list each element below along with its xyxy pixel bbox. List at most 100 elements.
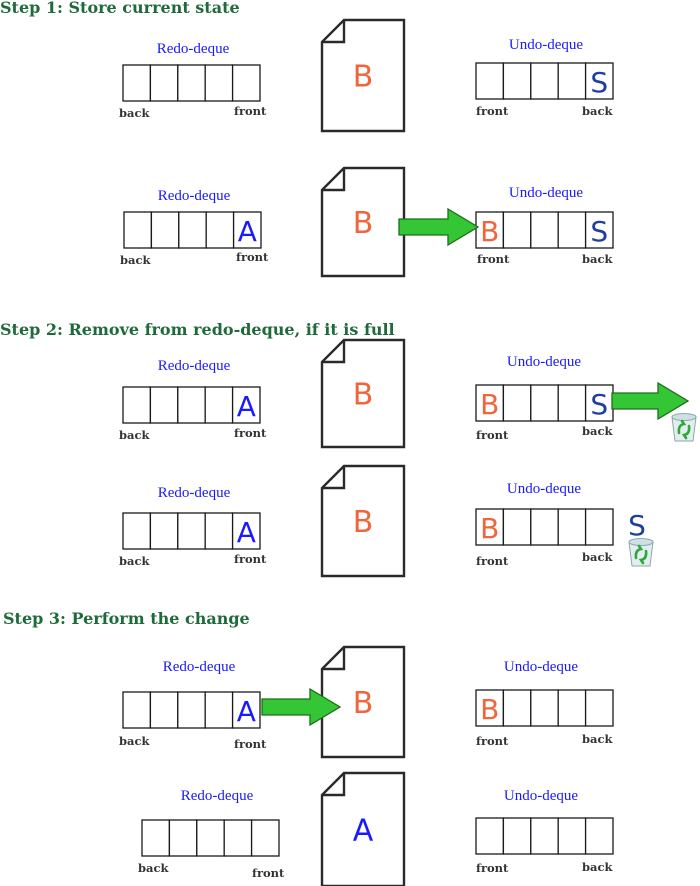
redo-deque-title: Redo-deque bbox=[181, 788, 254, 804]
redo-deque: A bbox=[122, 512, 261, 550]
redo-deque-cell bbox=[150, 211, 180, 249]
undo-deque-item: B bbox=[480, 512, 499, 545]
undo-deque-cell bbox=[584, 211, 614, 249]
undo-deque-cell bbox=[557, 211, 587, 249]
document-icon: B bbox=[320, 338, 406, 449]
document-icon: B bbox=[320, 166, 406, 278]
document-content: B bbox=[353, 60, 374, 95]
undo-front-label: front bbox=[476, 428, 509, 442]
redo-deque-cell bbox=[231, 691, 261, 729]
undo-deque-title: Undo-deque bbox=[504, 788, 578, 804]
document-content: B bbox=[353, 505, 374, 540]
document-content: A bbox=[353, 814, 374, 849]
redo-deque-item: A bbox=[237, 390, 256, 423]
redo-front-label: front bbox=[234, 737, 267, 751]
redo-deque-cell bbox=[122, 512, 152, 550]
redo-deque-title: Redo-deque bbox=[158, 485, 231, 501]
redo-back-label: back bbox=[119, 428, 150, 442]
undo-deque-cell bbox=[502, 62, 532, 100]
undo-deque-cell bbox=[584, 689, 614, 727]
arrow-right-icon bbox=[611, 381, 690, 421]
redo-deque-cell bbox=[204, 386, 234, 424]
redo-deque-cell bbox=[232, 211, 262, 249]
redo-deque-cell bbox=[205, 211, 235, 249]
undo-deque-item: S bbox=[590, 388, 608, 421]
redo-deque-cell bbox=[177, 64, 206, 102]
undo-deque-cell bbox=[502, 384, 532, 422]
redo-deque bbox=[122, 64, 261, 102]
redo-deque-title: Redo-deque bbox=[158, 358, 231, 374]
document-icon: B bbox=[320, 645, 406, 759]
undo-deque-cell bbox=[584, 384, 614, 422]
redo-deque: A bbox=[122, 691, 261, 729]
undo-deque-cell bbox=[502, 817, 532, 855]
undo-deque-cell bbox=[530, 62, 559, 100]
redo-deque-cell bbox=[168, 819, 198, 857]
undo-deque: B bbox=[475, 508, 614, 546]
redo-back-label: back bbox=[119, 734, 150, 748]
redo-deque-cell bbox=[177, 386, 206, 424]
redo-deque-cell bbox=[231, 386, 261, 424]
redo-deque-title: Redo-deque bbox=[163, 659, 236, 675]
undo-deque-title: Undo-deque bbox=[507, 354, 581, 370]
document-content: B bbox=[353, 378, 374, 413]
recycle-bin-icon bbox=[628, 538, 654, 567]
undo-deque-cell bbox=[530, 384, 559, 422]
step-3-title: Step 3: Perform the change bbox=[3, 609, 250, 628]
redo-deque-cell bbox=[231, 512, 261, 550]
redo-back-label: back bbox=[120, 253, 151, 267]
undo-deque-cell bbox=[502, 211, 532, 249]
redo-deque-item: A bbox=[238, 215, 257, 248]
redo-deque-cell bbox=[122, 386, 152, 424]
undo-deque-cell bbox=[475, 62, 505, 100]
undo-deque-title: Undo-deque bbox=[504, 659, 578, 675]
redo-deque-cell bbox=[250, 819, 280, 857]
undo-deque-cell bbox=[557, 62, 587, 100]
undo-deque-cell bbox=[530, 211, 559, 249]
undo-deque-cell bbox=[557, 384, 587, 422]
redo-deque: A bbox=[123, 211, 262, 249]
redo-deque-cell bbox=[204, 64, 234, 102]
redo-deque: A bbox=[122, 386, 261, 424]
arrow-right-icon bbox=[261, 687, 342, 727]
step-2-title: Step 2: Remove from redo-deque, if it is… bbox=[0, 320, 395, 339]
redo-deque-cell bbox=[178, 211, 207, 249]
redo-deque-item: A bbox=[237, 516, 256, 549]
redo-deque-cell bbox=[149, 691, 179, 729]
undo-front-label: front bbox=[476, 554, 509, 568]
redo-deque-item: A bbox=[237, 695, 256, 728]
redo-front-label: front bbox=[236, 250, 269, 264]
redo-deque-cell bbox=[149, 512, 179, 550]
undo-front-label: front bbox=[476, 104, 509, 118]
document-icon: A bbox=[320, 771, 406, 886]
redo-deque bbox=[141, 819, 280, 857]
undo-back-label: back bbox=[582, 860, 613, 874]
redo-back-label: back bbox=[138, 861, 169, 875]
redo-deque-cell bbox=[122, 691, 152, 729]
undo-back-label: back bbox=[582, 732, 613, 746]
undo-deque-cell bbox=[475, 384, 505, 422]
redo-deque-cell bbox=[231, 64, 261, 102]
redo-front-label: front bbox=[234, 552, 267, 566]
undo-back-label: back bbox=[582, 104, 613, 118]
undo-deque-cell bbox=[584, 508, 614, 546]
redo-back-label: back bbox=[119, 106, 150, 120]
redo-deque-title: Redo-deque bbox=[158, 188, 231, 204]
redo-deque-cell bbox=[123, 211, 153, 249]
redo-front-label: front bbox=[234, 426, 267, 440]
redo-back-label: back bbox=[119, 554, 150, 568]
redo-deque-cell bbox=[149, 386, 179, 424]
undo-deque-item: B bbox=[480, 693, 499, 726]
redo-deque-cell bbox=[122, 64, 152, 102]
undo-deque-item: B bbox=[480, 215, 499, 248]
undo-deque-cell bbox=[502, 689, 532, 727]
undo-deque-cell bbox=[475, 211, 505, 249]
document-icon: B bbox=[320, 464, 406, 578]
step-1-title: Step 1: Store current state bbox=[0, 0, 240, 17]
undo-front-label: front bbox=[476, 734, 509, 748]
undo-deque-cell bbox=[502, 508, 532, 546]
undo-front-label: front bbox=[477, 252, 510, 266]
